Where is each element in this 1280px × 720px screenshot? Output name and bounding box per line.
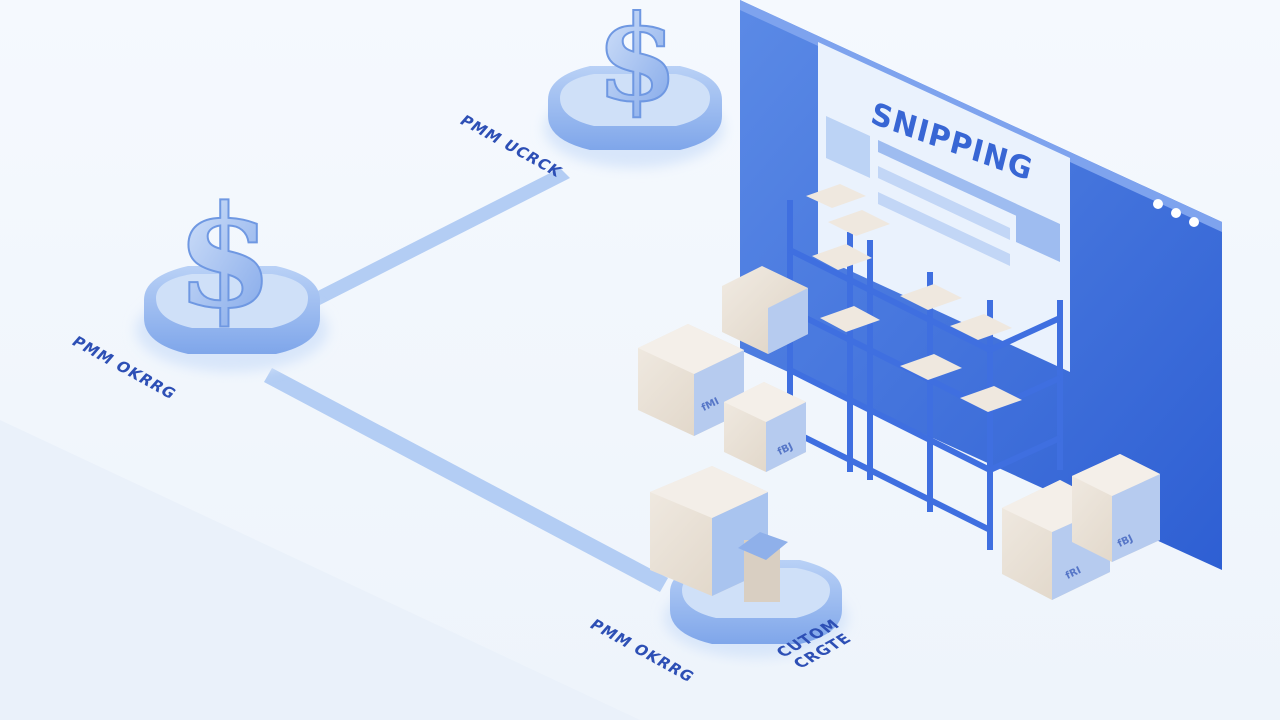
screen-row-1 <box>878 140 1060 236</box>
shelf-box <box>806 184 866 208</box>
dollar-icon: $ <box>175 175 274 341</box>
node-top-pad-face <box>560 74 710 126</box>
package-cart-lid <box>738 532 788 560</box>
screen-image-block <box>826 116 870 178</box>
dollar-icon: $ <box>595 0 679 129</box>
connector-lines <box>264 168 668 592</box>
shelf-box <box>812 244 872 270</box>
box-stack-left <box>638 266 808 472</box>
box-side <box>768 288 808 354</box>
screen-row-3 <box>878 192 1010 266</box>
screen-thumb <box>1016 206 1060 262</box>
shelf-box <box>828 210 890 236</box>
box-top <box>1072 454 1160 496</box>
shipping-screen[interactable] <box>740 0 1222 570</box>
svg-text:$: $ <box>176 176 273 340</box>
connector-bottom <box>264 368 668 592</box>
node-top[interactable]: $ <box>544 0 724 168</box>
box-top <box>638 324 744 374</box>
floor-shade <box>0 420 640 720</box>
connector-top <box>300 168 570 310</box>
svg-text:$: $ <box>596 0 678 128</box>
package-top <box>650 466 768 518</box>
package-icon <box>650 466 788 602</box>
shelf-boxes <box>806 184 1022 412</box>
node-left-pad-face <box>156 274 308 328</box>
node-bottom[interactable] <box>650 466 848 658</box>
window-dot-1[interactable] <box>1153 199 1163 209</box>
rack-shelf-4 <box>788 427 992 533</box>
box-top <box>724 382 806 422</box>
window-dot-2[interactable] <box>1171 208 1181 218</box>
shelf-box <box>900 354 962 380</box>
screen-top-bar <box>740 0 1222 232</box>
box-side <box>1112 474 1160 562</box>
shelf-box <box>960 386 1022 412</box>
node-left[interactable]: $ <box>136 175 328 372</box>
rack-shelf-3 <box>788 367 1062 474</box>
shelf-box <box>900 284 962 310</box>
box-side <box>766 402 806 472</box>
shelf-box <box>950 314 1012 340</box>
rack-shelf-1 <box>788 247 1062 354</box>
screen-row-2 <box>878 166 1010 240</box>
window-dot-3[interactable] <box>1189 217 1199 227</box>
box-stack-right <box>1002 454 1160 600</box>
shelf-box <box>820 306 880 332</box>
